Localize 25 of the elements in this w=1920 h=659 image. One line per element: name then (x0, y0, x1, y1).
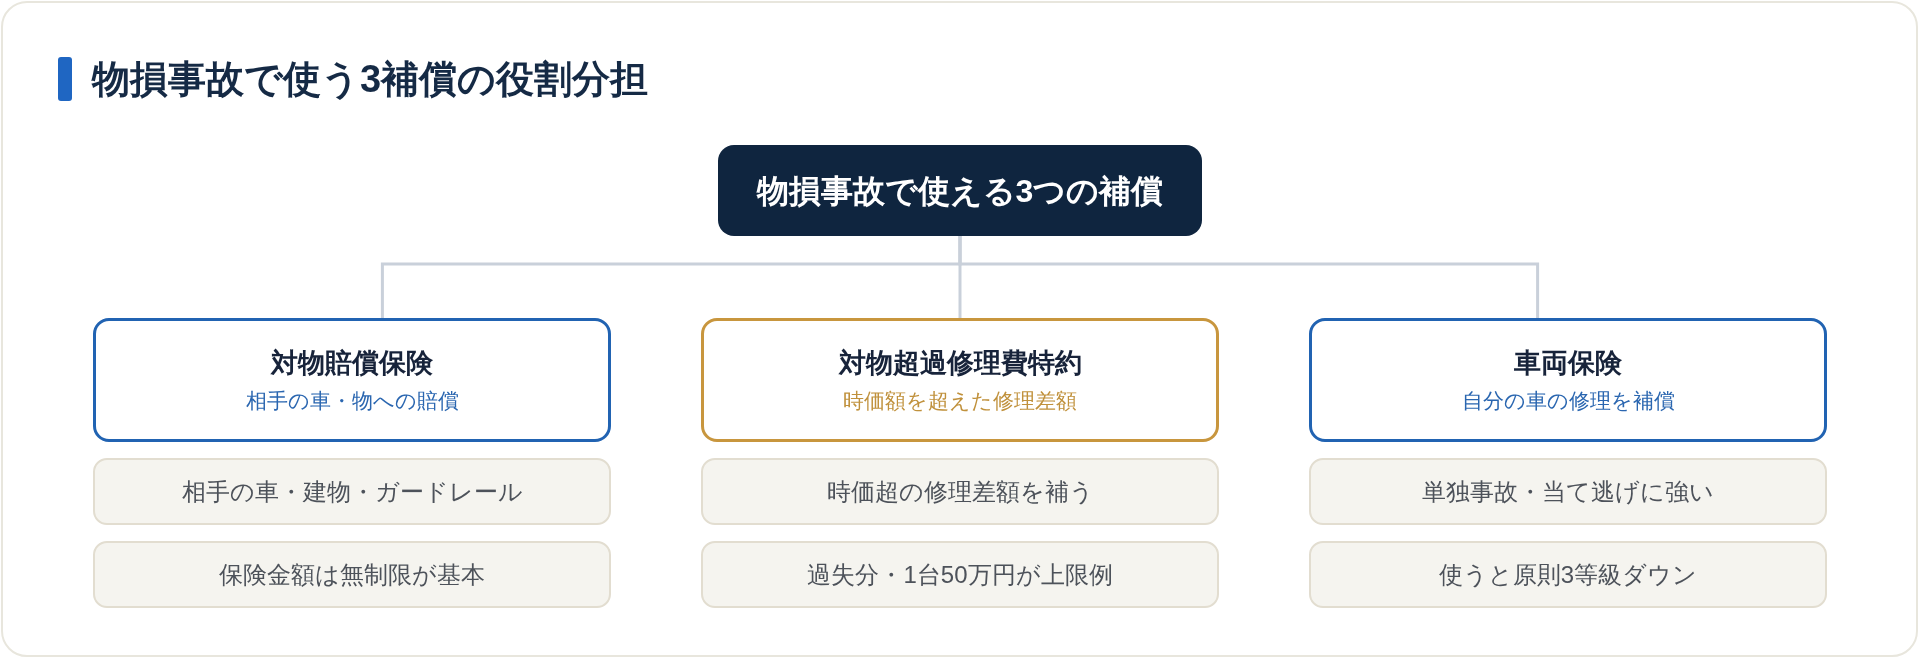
detail-panel (701, 458, 1219, 525)
category-card (701, 318, 1219, 442)
card-subtitle: 時価額を超えた修理差額 (843, 387, 1077, 414)
category-card (93, 318, 611, 442)
detail-text: 単独事故・当て逃げに強い (1422, 476, 1714, 507)
connector-line (958, 236, 1540, 318)
root-label: 物損事故で使える3つの補償 (756, 171, 1164, 211)
detail-text: 過失分・1台50万円が上限例 (807, 559, 1113, 590)
card-subtitle: 相手の車・物への賠償 (245, 387, 459, 414)
card-title: 車両保険 (1514, 346, 1622, 380)
card-title: 対物超過修理費特約 (838, 346, 1082, 380)
detail-text: 相手の車・建物・ガードレール (181, 476, 523, 507)
detail-panel (1309, 458, 1827, 525)
detail-text: 時価超の修理差額を補う (826, 476, 1094, 507)
card-title: 対物賠償保険 (271, 346, 433, 380)
detail-panel (701, 541, 1219, 608)
detail-text: 保険金額は無制限が基本 (219, 559, 485, 590)
detail-panel (93, 458, 611, 525)
detail-panel (93, 541, 611, 608)
diagram-title: 物損事故で使う3補償の役割分担 (92, 60, 649, 98)
category-card (1309, 318, 1827, 442)
detail-text: 使うと原則3等級ダウン (1438, 559, 1698, 590)
detail-panel (1309, 541, 1827, 608)
root-node (718, 145, 1202, 236)
card-subtitle: 自分の車の修理を補償 (1461, 387, 1675, 414)
